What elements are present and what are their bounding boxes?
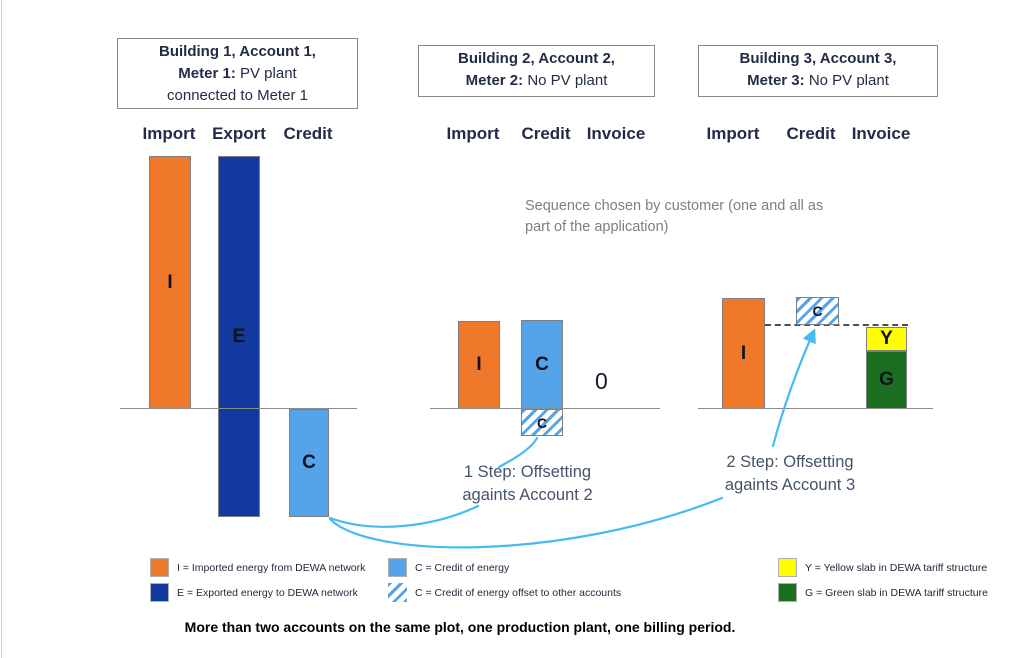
bar-g3-import: I	[722, 298, 765, 409]
header-g1-credit: Credit	[283, 124, 333, 143]
bar-g2-credit-offset-label: C	[536, 414, 548, 431]
bar-g1-credit-label: C	[302, 452, 316, 473]
legend-label-imported: I = Imported energy from DEWA network	[177, 561, 366, 574]
bar-g2-import-label: I	[476, 354, 482, 375]
bar-g2-import: I	[458, 321, 500, 409]
account-box-1-line3-normal: connected to Meter 1	[167, 87, 308, 104]
legend-label-exported: E = Exported energy to DEWA network	[177, 586, 358, 599]
step-2-line2: againts Account 3	[724, 476, 856, 494]
legend-label-credit: C = Credit of energy	[415, 561, 510, 574]
legend-item-credit: C = Credit of energy	[388, 558, 509, 577]
account-box-2: Building 2, Account 2, Meter 2: No PV pl…	[418, 45, 655, 97]
bar-g1-credit: C	[289, 409, 329, 517]
offset-level-dashed-line	[765, 324, 908, 326]
bar-g1-export-label: E	[232, 325, 246, 347]
legend-swatch-orange	[150, 558, 169, 577]
bar-g1-import-label: I	[167, 271, 173, 293]
sequence-note-line2: part of the application)	[525, 219, 669, 235]
account-box-1-line2: Meter 1: PV plant	[118, 63, 357, 85]
legend-swatch-green	[778, 583, 797, 602]
account-box-1-line2-normal: PV plant	[235, 65, 297, 82]
step-1-line2: againts Account 2	[462, 486, 593, 504]
bar-g3-green-slab-label: G	[879, 369, 894, 390]
header-g2-invoice: Invoice	[586, 124, 646, 143]
account-box-2-line2: Meter 2: No PV plant	[419, 70, 654, 92]
account-box-2-line2-normal: No PV plant	[523, 72, 608, 89]
bar-g2-credit: C	[521, 320, 563, 409]
account-box-2-line1: Building 2, Account 2,	[419, 48, 654, 70]
footer-caption: More than two accounts on the same plot,…	[184, 619, 736, 635]
account-box-3-line1: Building 3, Account 3,	[699, 48, 937, 70]
bar-g3-credit-offset-label: C	[812, 303, 823, 319]
header-g2-import: Import	[446, 124, 500, 143]
bar-g1-import: I	[149, 156, 191, 409]
account-box-1-line3: connected to Meter 1	[118, 85, 357, 107]
bar-g3-yellow-slab-label: Y	[880, 328, 893, 349]
account-box-3: Building 3, Account 3, Meter 3: No PV pl…	[698, 45, 938, 97]
sequence-note: Sequence chosen by customer (one and all…	[525, 196, 945, 238]
header-g3-invoice: Invoice	[851, 124, 911, 143]
bar-g3-import-label: I	[740, 342, 747, 364]
account-box-2-line1-bold: Building 2, Account 2,	[458, 50, 615, 67]
curve-credit-to-step1	[328, 504, 480, 528]
legend-item-exported: E = Exported energy to DEWA network	[150, 583, 358, 602]
axis-baseline-g3	[698, 408, 933, 409]
account-box-3-line2-bold: Meter 3:	[747, 72, 805, 89]
legend-label-green-slab: G = Green slab in DEWA tariff structure	[805, 586, 988, 599]
bar-g3-green-slab: G	[866, 351, 907, 409]
account-box-1: Building 1, Account 1, Meter 1: PV plant…	[117, 38, 358, 109]
legend-label-yellow-slab: Y = Yellow slab in DEWA tariff structure	[805, 561, 988, 574]
axis-baseline-g1	[120, 408, 357, 409]
header-g1-export: Export	[212, 124, 266, 143]
bar-g3-yellow-slab: Y	[866, 327, 907, 351]
bar-g3-credit-offset: C	[796, 297, 839, 325]
header-g1-import: Import	[142, 124, 196, 143]
account-box-3-line1-bold: Building 3, Account 3,	[739, 50, 897, 67]
bar-g1-export: E	[218, 156, 260, 517]
step-2-line1: 2 Step: Offsetting	[726, 453, 854, 471]
header-g2-credit: Credit	[521, 124, 571, 143]
account-box-2-line2-bold: Meter 2:	[465, 72, 524, 89]
step-1-annotation: 1 Step: Offsetting againts Account 2	[440, 461, 615, 507]
legend-item-yellow-slab: Y = Yellow slab in DEWA tariff structure	[778, 558, 987, 577]
legend-item-credit-offset: C = Credit of energy offset to other acc…	[388, 583, 621, 602]
header-g3-credit: Credit	[786, 124, 836, 143]
account-box-1-line1: Building 1, Account 1,	[118, 41, 357, 63]
sequence-note-line1: Sequence chosen by customer (one and all…	[525, 198, 824, 214]
legend-swatch-darkblue	[150, 583, 169, 602]
account-box-3-line2-normal: No PV plant	[804, 72, 889, 89]
step-2-annotation: 2 Step: Offsetting againts Account 3	[705, 451, 875, 497]
legend-swatch-lightblue	[388, 558, 407, 577]
bar-g2-credit-label: C	[535, 353, 549, 375]
legend-swatch-yellow	[778, 558, 797, 577]
left-edge-line	[1, 0, 2, 658]
bar-g2-credit-offset: C	[521, 409, 563, 436]
legend-swatch-hatch	[388, 583, 407, 602]
step-1-line1: 1 Step: Offsetting	[463, 463, 592, 481]
account-box-1-line2-bold: Meter 1:	[178, 65, 236, 82]
account-box-3-line2: Meter 3: No PV plant	[699, 70, 937, 92]
g2-zero-value: 0	[595, 368, 608, 394]
axis-baseline-g2	[430, 408, 660, 409]
header-g3-import: Import	[706, 124, 760, 143]
legend-item-imported: I = Imported energy from DEWA network	[150, 558, 365, 577]
arrow-step2-to-offsetbox	[771, 328, 816, 448]
legend-item-green-slab: G = Green slab in DEWA tariff structure	[778, 583, 988, 602]
legend-label-credit-offset: C = Credit of energy offset to other acc…	[415, 586, 622, 599]
account-box-1-line1-bold: Building 1, Account 1,	[159, 43, 316, 60]
